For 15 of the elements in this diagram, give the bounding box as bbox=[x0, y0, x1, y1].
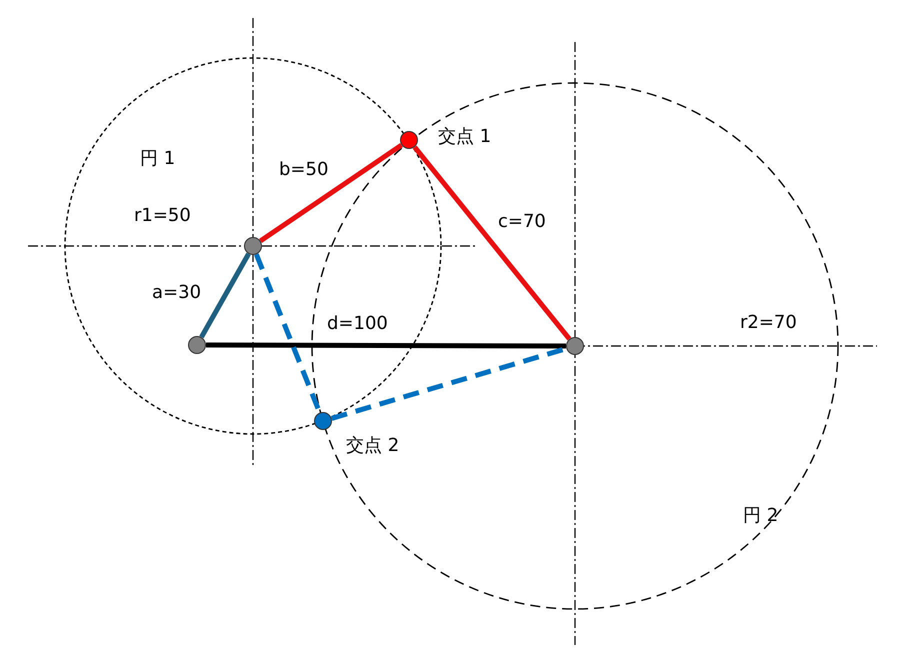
circle-label: 円 1 bbox=[140, 150, 176, 168]
point-label: 交点 1 bbox=[438, 128, 492, 146]
joint-point bbox=[188, 336, 206, 354]
point-label: 交点 2 bbox=[346, 437, 400, 455]
joint-point bbox=[244, 237, 262, 255]
radius-label: r1=50 bbox=[134, 207, 191, 225]
link-line bbox=[259, 142, 403, 244]
joint-point bbox=[314, 412, 332, 430]
link-line bbox=[199, 252, 251, 338]
link-line bbox=[206, 342, 566, 348]
link-line bbox=[412, 145, 572, 341]
radius-label: r2=70 bbox=[740, 314, 797, 332]
circle-label: 円 2 bbox=[743, 507, 778, 525]
joint-point bbox=[400, 131, 418, 149]
joint-point bbox=[566, 337, 584, 355]
